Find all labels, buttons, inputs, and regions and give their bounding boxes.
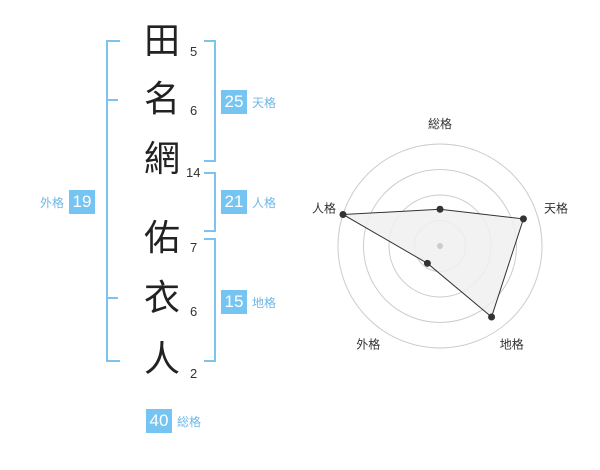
radar-ring-3 — [363, 169, 517, 323]
radar-point-4 — [423, 259, 431, 267]
soukaku-badge: 40 総格 — [146, 409, 201, 433]
gaikaku-label: 外格 — [40, 195, 65, 210]
radar-axis-label-2: 天格 — [544, 200, 568, 215]
chikaku-label: 地格 — [252, 295, 277, 310]
name-character-4: 佑 — [143, 218, 180, 259]
jinkaku-label: 人格 — [252, 195, 277, 210]
gaikaku-bracket-tick-lower — [106, 297, 118, 299]
tenkaku-value: 25 — [221, 90, 247, 114]
radar-point-1 — [436, 205, 444, 213]
radar-polygon — [341, 208, 525, 318]
tenkaku-badge: 25 天格 — [221, 90, 276, 114]
gaikaku-bracket-tick-upper — [106, 99, 118, 101]
stroke-count-5: 6 — [190, 304, 198, 319]
soukaku-value: 40 — [146, 409, 172, 433]
radar-center-dot — [437, 243, 443, 249]
stroke-count-2: 6 — [190, 103, 198, 118]
radar-axis-label-3: 地格 — [500, 337, 524, 352]
jinkaku-value: 21 — [221, 190, 247, 214]
name-character-6: 人 — [143, 339, 180, 380]
jinkaku-bracket — [204, 172, 216, 232]
chikaku-badge: 15 地格 — [221, 290, 276, 314]
radar-point-5 — [339, 210, 347, 218]
radar-ring-4 — [337, 143, 543, 349]
soukaku-label: 総格 — [177, 414, 202, 429]
stroke-count-4: 7 — [190, 240, 198, 255]
radar-point-3 — [488, 313, 496, 321]
gaikaku-bracket — [106, 40, 120, 362]
stroke-count-6: 2 — [190, 366, 198, 381]
name-character-1: 田 — [143, 21, 180, 62]
gaikaku-value: 19 — [69, 190, 96, 214]
radar-axis-label-1: 総格 — [428, 116, 452, 131]
radar-axis-label-4: 外格 — [356, 337, 380, 352]
gaikaku-badge: 外格 19 — [40, 190, 96, 214]
radar-point-2 — [519, 215, 527, 223]
name-character-3: 網 — [143, 139, 180, 180]
chikaku-bracket — [204, 238, 216, 362]
chikaku-value: 15 — [221, 290, 247, 314]
name-character-5: 衣 — [143, 278, 180, 319]
name-character-2: 名 — [143, 79, 180, 120]
radar-axis-label-5: 人格 — [312, 200, 336, 215]
stroke-count-1: 5 — [190, 44, 198, 59]
stroke-count-3: 14 — [186, 165, 201, 180]
tenkaku-bracket — [204, 40, 216, 162]
jinkaku-badge: 21 人格 — [221, 190, 276, 214]
tenkaku-label: 天格 — [252, 95, 277, 110]
